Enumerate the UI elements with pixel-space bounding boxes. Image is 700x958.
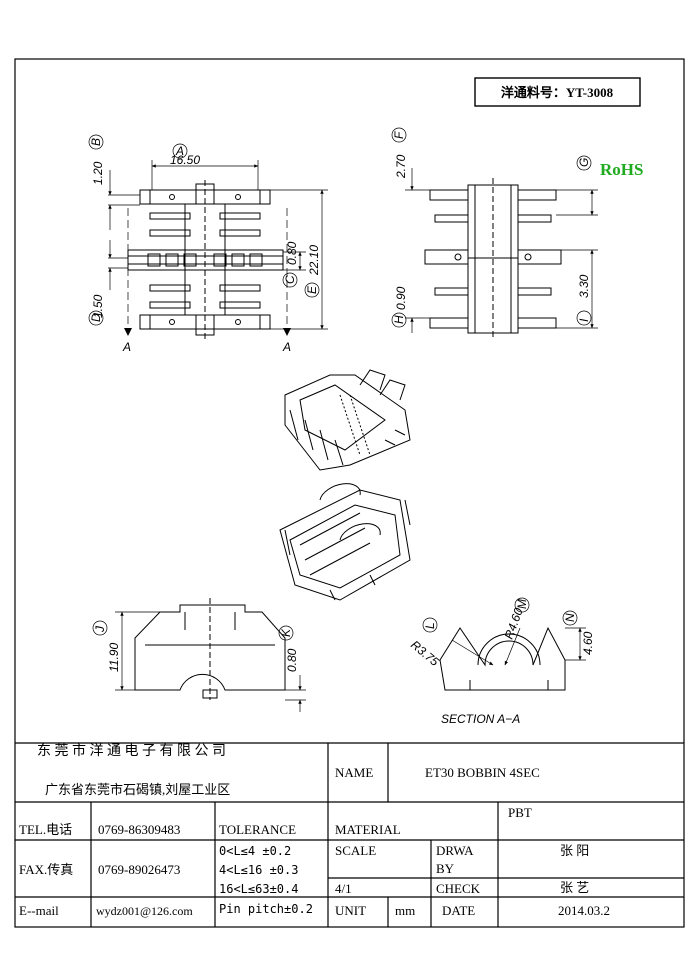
balloon-m-text: M	[515, 599, 529, 609]
dim-1-20: 1.20	[91, 161, 105, 185]
side-view	[424, 178, 562, 340]
scale-value: 4/1	[335, 881, 352, 896]
tolerance-row-3: 16<L≤63±0.4	[219, 882, 299, 896]
dim-0-80: 0.80	[285, 241, 299, 265]
dim-11-90: 11.90	[107, 643, 121, 672]
section-arrow-left-label: A	[122, 340, 131, 354]
dim-r3-75: R3.75	[408, 638, 442, 670]
tolerance-label: TOLERANCE	[219, 822, 297, 837]
balloon-d-text: D	[89, 313, 103, 322]
balloon-a	[172, 143, 188, 159]
balloon-k-text: K	[279, 628, 293, 637]
dim-1-50: 1.50	[91, 294, 105, 318]
balloon-a-text: A	[175, 144, 184, 158]
drawn-by-value: 张 阳	[560, 843, 590, 858]
section-title: SECTION A−A	[441, 712, 520, 726]
section-a-a	[439, 626, 566, 691]
check-label: CHECK	[436, 881, 481, 896]
balloon-n-text: N	[563, 613, 577, 622]
drawn-by-label-2: BY	[436, 861, 455, 876]
dim-4-60: 4.60	[581, 631, 595, 655]
part-number-box	[474, 77, 641, 107]
dim-2-70: 2.70	[394, 154, 408, 179]
sheet-border	[14, 58, 685, 928]
check-value: 张 艺	[560, 880, 590, 895]
dim-rotated-section: L R3.75 M R4.60 N 4.60	[408, 597, 595, 670]
balloon-c-text: C	[283, 275, 297, 284]
dim-rotated-top-right: F 2.70 0.90 H G 3.30 I	[391, 127, 592, 328]
unit-label: UNIT	[335, 903, 367, 918]
balloon-g-text: G	[577, 158, 591, 167]
tolerance-row-2: 4<L≤16 ±0.3	[219, 863, 299, 877]
balloon-b-text: B	[89, 138, 103, 146]
balloon-e-text: E	[305, 285, 319, 294]
balloon-j-text: J	[93, 625, 107, 633]
dim-rotated-top-left: B 1.20 1.50 D 0.80 C 22.10 E	[88, 134, 321, 326]
date-value: 2014.03.2	[558, 903, 610, 918]
title-block-grid	[15, 742, 684, 927]
rohs-mark: RoHS	[600, 160, 643, 179]
isometric-view-top	[284, 369, 411, 471]
tolerance-row-4: Pin pitch±0.2	[219, 902, 313, 916]
date-label: DATE	[442, 903, 476, 918]
dim-3-30: 3.30	[577, 274, 591, 298]
name-label: NAME	[335, 765, 374, 780]
dim-22-10: 22.10	[307, 245, 321, 276]
balloon-i-text: I	[577, 318, 591, 322]
front-view	[134, 598, 286, 700]
material-label: MATERIAL	[335, 822, 401, 837]
fax-value: 0769-89026473	[98, 862, 181, 877]
tel-label: TEL.电话	[19, 822, 73, 837]
isometric-view-bottom	[279, 483, 411, 601]
section-arrow-right-label: A	[282, 340, 291, 354]
balloon-l-text: L	[423, 622, 437, 629]
unit-value: mm	[395, 903, 416, 918]
dim-r4-60: R4.60	[502, 606, 526, 641]
balloon-h-text: H	[392, 315, 406, 324]
fax-label: FAX.传真	[19, 862, 74, 877]
balloon-f-text: F	[392, 131, 406, 139]
dim-0-80-front: 0.80	[285, 648, 299, 672]
name-value: ET30 BOBBIN 4SEC	[425, 765, 540, 780]
scale-label: SCALE	[335, 843, 377, 858]
drawn-by-label-1: DRWA	[436, 843, 474, 858]
part-number: 洋通料号：YT-3008	[501, 85, 614, 100]
material-value: PBT	[508, 805, 532, 820]
company-name: 东 莞 市 洋 通 电 子 有 限 公 司	[37, 744, 226, 759]
dim-16-50: 16.50	[170, 153, 200, 167]
company-address: 广东省东莞市石碣镇,刘屋工业区	[45, 782, 231, 797]
email-label: E--mail	[19, 903, 59, 918]
tolerance-row-1: 0<L≤4 ±0.2	[219, 844, 292, 858]
tel-value: 0769-86309483	[98, 822, 181, 837]
top-view	[127, 180, 284, 340]
email-value: wydz001@126.com	[96, 904, 193, 918]
dim-0-90: 0.90	[394, 286, 408, 310]
dim-rotated-front: J 11.90 K 0.80	[92, 620, 299, 672]
